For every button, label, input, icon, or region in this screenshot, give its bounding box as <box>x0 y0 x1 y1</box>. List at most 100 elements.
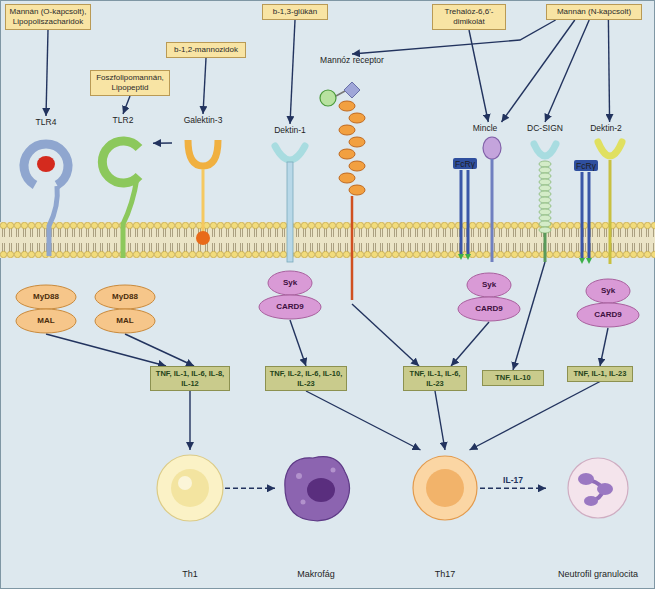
signal-arrow <box>125 334 194 366</box>
signal-arrow <box>470 382 601 451</box>
mincle-receptor-shape <box>452 122 518 264</box>
adapter-name: MyD88 <box>93 292 157 302</box>
cytokine-box: TNF, IL-10 <box>482 370 544 386</box>
tlr-receptor: TLR2 <box>93 114 153 260</box>
signal-arrow <box>451 322 489 366</box>
adapter-complex: SykCARD9 <box>576 278 640 328</box>
lectin-receptor-shape <box>570 122 642 268</box>
receptor-name: Dektin-2 <box>570 122 642 133</box>
lectin-receptor: Dektin-1 <box>262 124 318 264</box>
dashed-arrow <box>225 488 275 489</box>
receptor-name: DC-SIGN <box>522 122 568 133</box>
subunit-name: FcRγ <box>574 160 598 171</box>
receptor-name: TLR4 <box>15 116 77 127</box>
neutrophil-cell: Neutrofil granulocita <box>546 450 650 582</box>
signal-arrow <box>608 20 609 122</box>
signal-arrow <box>469 30 488 122</box>
ligand-box: Mannán (O-kapcsolt), Lipopoliszacharidok <box>5 4 91 30</box>
adapter-name: CARD9 <box>258 302 322 312</box>
signal-arrow <box>502 20 575 122</box>
fc-receptor-label: FcRγ <box>574 160 598 171</box>
subunit-name: FcRγ <box>453 158 477 169</box>
ligand-box: Trehalóz-6,6'-dimikolát <box>432 4 506 30</box>
t-cell: Th17 <box>410 450 480 582</box>
cell-name: Th1 <box>155 569 225 580</box>
adapter-complex: MyD88MAL <box>93 284 157 334</box>
cell-name: Makrofág <box>275 569 357 580</box>
cytokine-list: TNF, IL-1, IL-6, IL-8, IL-12 <box>154 369 226 388</box>
signal-arrow <box>153 142 172 144</box>
ligand-name: Mannán (N-kapcsolt) <box>550 7 638 17</box>
adapter-name: Syk <box>457 280 521 290</box>
ligand-box: b-1,2-mannozidok <box>166 42 246 58</box>
adapter-complex: SykCARD9 <box>258 270 322 320</box>
adapter-complex-shape <box>576 278 640 328</box>
macrophage-cell-shape <box>275 450 357 582</box>
adapter-name: Syk <box>576 286 640 296</box>
ligand-name: Trehalóz-6,6'-dimikolát <box>436 7 502 27</box>
receptor-name: Dektin-1 <box>262 124 318 135</box>
signal-arrow <box>203 58 206 114</box>
cell-name: Th17 <box>410 569 480 580</box>
signal-arrow <box>290 20 295 124</box>
adapter-complex: SykCARD9 <box>457 272 521 322</box>
cytokine-list: TNF, IL-2, IL-6, IL-10, IL-23 <box>269 369 343 388</box>
ligand-name: Mannán (O-kapcsolt), Lipopoliszacharidok <box>9 7 87 27</box>
signal-arrow <box>545 20 589 122</box>
adapter-complex-shape <box>258 270 322 320</box>
signal-arrow <box>123 96 130 114</box>
adapter-name: CARD9 <box>457 304 521 314</box>
mannose-receptor: Mannóz receptor <box>318 54 386 304</box>
ligand-box: Foszfolipomannán, Lipopeptid <box>90 70 170 96</box>
tlr-receptor-shape <box>15 116 77 258</box>
cytokine-list: TNF, IL-1, IL-23 <box>571 369 629 379</box>
macrophage-cell: Makrofág <box>275 450 357 582</box>
signal-arrow <box>306 391 421 450</box>
adapter-complex-shape <box>457 272 521 322</box>
ligand-box: b-1,3-glükán <box>262 4 328 20</box>
receptor-name: Galektin-3 <box>172 114 234 125</box>
cytokine-box: TNF, IL-2, IL-6, IL-10, IL-23 <box>265 366 347 391</box>
ligand-name: b-1,2-mannozidok <box>170 45 242 55</box>
adapter-name: Syk <box>258 278 322 288</box>
neutrophil-cell-shape <box>546 450 650 582</box>
cytokine-list: TNF, IL-10 <box>486 373 540 383</box>
dc-sign-receptor-shape <box>522 122 568 262</box>
signal-arrow <box>435 391 445 450</box>
ligand-box: Mannán (N-kapcsolt) <box>546 4 642 20</box>
cytokine-list: TNF, IL-1, IL-6, IL-23 <box>407 369 463 388</box>
edge-label: IL-17 <box>501 475 525 485</box>
tlr-receptor-shape <box>93 114 153 260</box>
ligand-name: b-1,3-glükán <box>266 7 324 17</box>
lectin-receptor: Dektin-2FcRγ <box>570 122 642 268</box>
adapter-complex-shape <box>14 284 78 334</box>
cell-name: Neutrofil granulocita <box>546 569 650 580</box>
mannose-receptor-shape <box>318 54 386 304</box>
adapter-complex-shape <box>93 284 157 334</box>
signal-arrow <box>600 328 608 366</box>
adapter-complex: MyD88MAL <box>14 284 78 334</box>
signal-arrow <box>46 30 48 116</box>
receptor-name: Mannóz receptor <box>318 54 386 65</box>
cytokine-box: TNF, IL-1, IL-23 <box>567 366 633 382</box>
t-cell-shape <box>410 450 480 582</box>
receptor-name: Mincle <box>452 122 518 133</box>
fc-receptor-label: FcRγ <box>453 158 477 169</box>
t-cell: Th1 <box>155 450 225 582</box>
adapter-name: MAL <box>93 316 157 326</box>
dc-sign-receptor: DC-SIGN <box>522 122 568 262</box>
signal-arrow <box>513 262 545 370</box>
galectin-receptor: Galektin-3 <box>172 114 234 246</box>
signal-arrow <box>290 320 306 366</box>
membrane-band <box>0 222 655 258</box>
cytokine-box: TNF, IL-1, IL-6, IL-8, IL-12 <box>150 366 230 391</box>
adapter-name: CARD9 <box>576 310 640 320</box>
tlr-receptor: TLR4 <box>15 116 77 258</box>
galectin-receptor-shape <box>172 114 234 246</box>
signal-arrow <box>352 304 419 366</box>
dashed-arrow <box>480 488 546 489</box>
ligand-name: Foszfolipomannán, Lipopeptid <box>94 73 166 93</box>
signal-arrow <box>46 334 166 366</box>
